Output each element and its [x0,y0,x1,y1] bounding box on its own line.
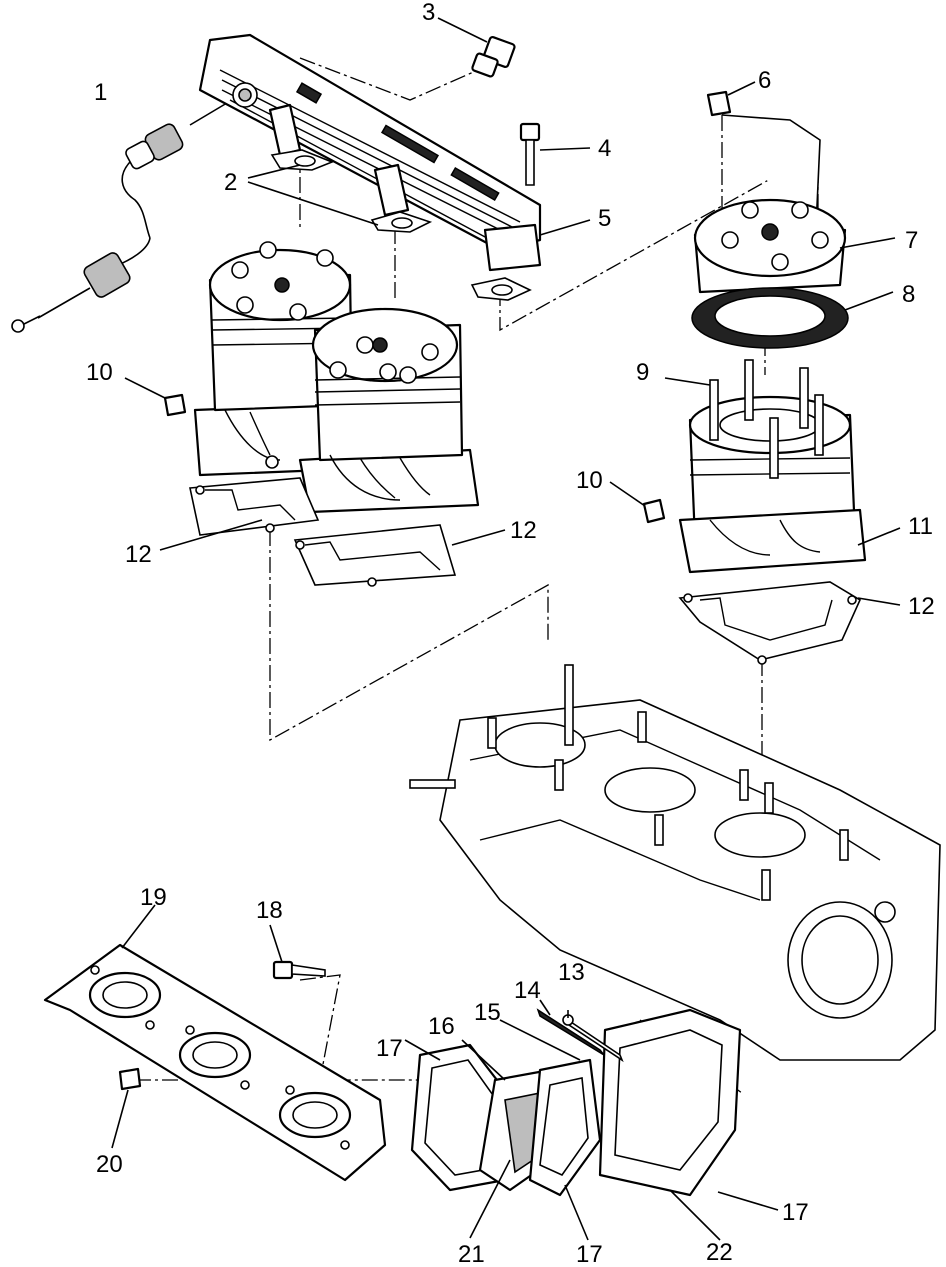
callout-12-middle: 12 [510,517,537,544]
callout-19: 19 [140,884,167,911]
part-3-fitting [437,17,516,78]
part-5-leader [539,219,591,236]
part-12-base-gasket-right [678,581,901,665]
callout-2: 2 [224,169,237,196]
callout-14: 14 [514,977,541,1004]
part-4-bolt [519,122,591,186]
callout-17-right: 17 [782,1199,809,1226]
callout-6: 6 [758,67,771,94]
callout-17-top: 17 [376,1035,403,1062]
callout-9: 9 [636,359,649,386]
part-18-bolt [269,924,326,980]
callout-16: 16 [428,1013,455,1040]
callout-12-left: 12 [125,541,152,568]
callout-7: 7 [905,227,918,254]
callout-18: 18 [256,897,283,924]
callout-17-bottom: 17 [576,1241,603,1267]
callout-22: 22 [706,1239,733,1266]
part-1-sensor-cable [11,99,233,333]
callout-10-left: 10 [86,359,113,386]
part-7-cylinder-head [693,114,896,294]
callout-labels: 1 2 3 4 5 6 7 8 9 10 10 11 12 12 12 13 1… [86,0,935,1267]
part-12-base-gaskets-left [159,477,506,587]
callout-4: 4 [598,135,611,162]
part-20-nut [111,1067,142,1149]
callout-13: 13 [558,959,585,986]
callout-11: 11 [908,513,933,540]
reed-valve-assembly [404,999,779,1241]
part-9-studs [664,359,824,479]
callout-10-right: 10 [576,467,603,494]
callout-3: 3 [422,0,435,26]
callout-5: 5 [598,205,611,232]
part-19-manifold-plate [43,904,387,1182]
crankcase [409,664,941,1061]
exhaust-manifold-rail [198,33,542,272]
callout-15: 15 [474,999,501,1026]
callout-20: 20 [96,1151,123,1178]
part-8-head-gasket [691,287,894,349]
callout-1: 1 [94,79,107,106]
callout-12-right: 12 [908,593,935,620]
part-2-gaskets [247,149,532,301]
part-6-nut [706,81,756,117]
callout-8: 8 [902,281,915,308]
twin-cylinder-assembly [193,241,480,514]
part-10-nuts [124,377,666,524]
callout-21: 21 [458,1241,485,1267]
